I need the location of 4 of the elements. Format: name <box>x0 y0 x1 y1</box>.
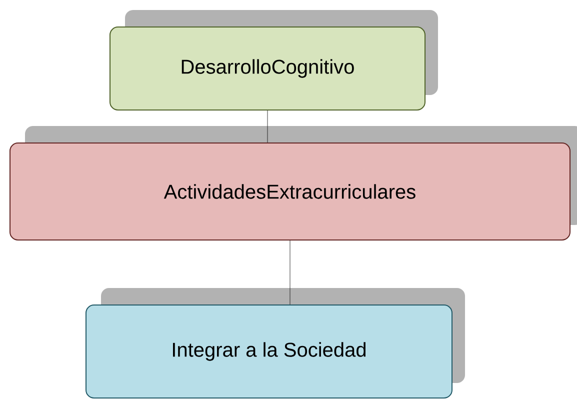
process-box: ActividadesExtracurriculares <box>10 126 577 240</box>
connector-line <box>267 110 268 143</box>
process-box: Integrar a la Sociedad <box>86 288 465 398</box>
process-box: DesarrolloCognitivo <box>110 10 438 110</box>
